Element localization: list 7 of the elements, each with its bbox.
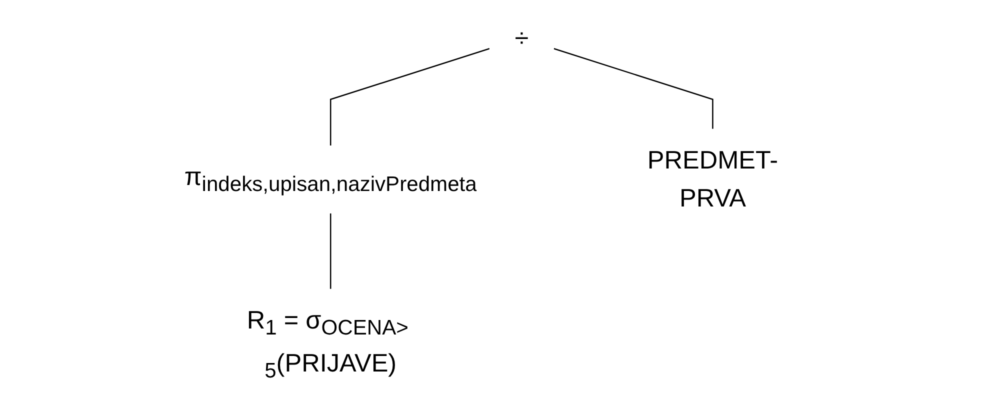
node-text: R$_{1}$ = σ$_{OCENA>}$ $_{5}$(PRIJAVE)	[246, 306, 408, 382]
node-text: ÷	[514, 24, 528, 52]
node-text: PREDMET-PRVA	[647, 146, 778, 212]
connector	[330, 213, 332, 289]
connector	[330, 48, 490, 146]
connector	[554, 48, 714, 129]
node-text: π$_{indeks,upisan,nazivPredmeta}$	[184, 163, 477, 196]
